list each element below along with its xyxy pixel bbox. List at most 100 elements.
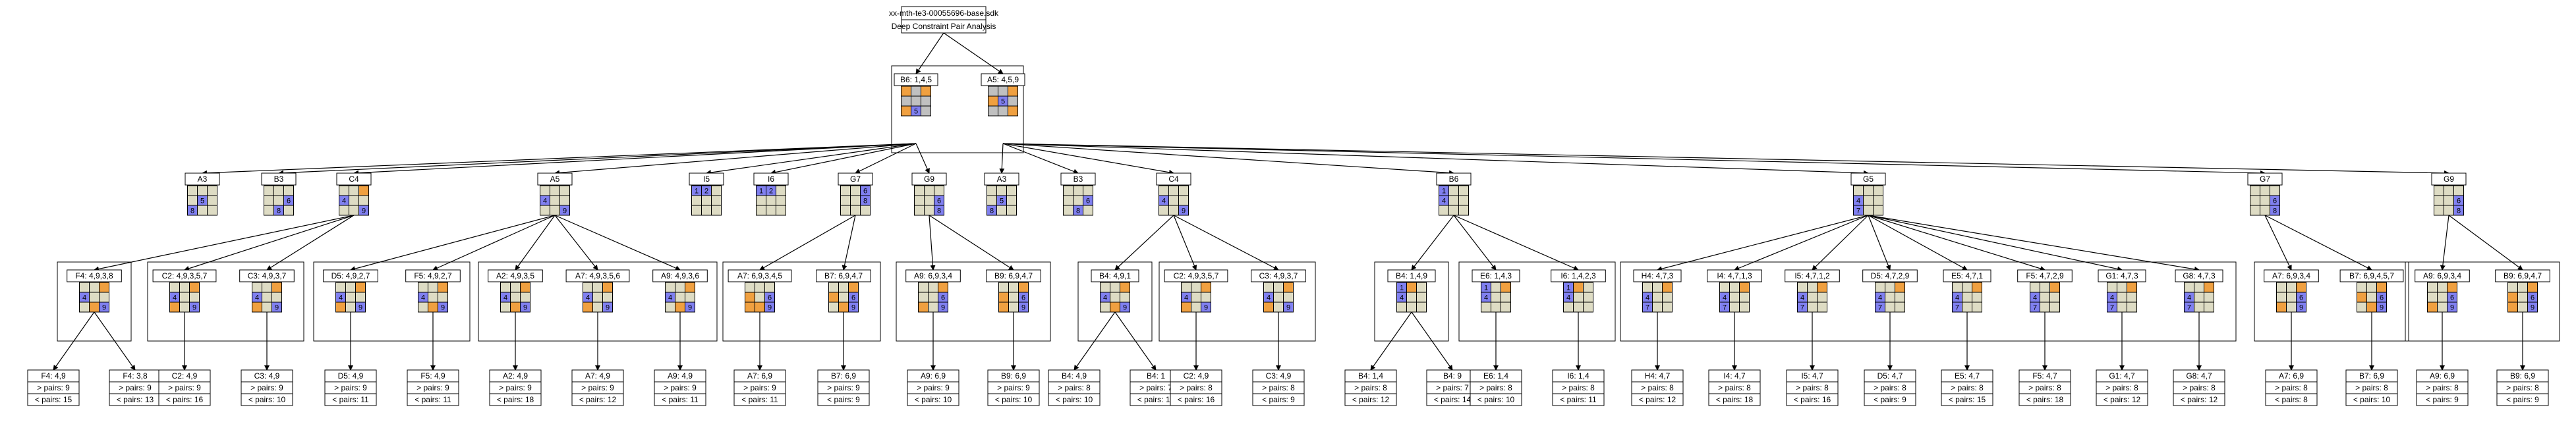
grid-cell <box>99 302 109 313</box>
grid-cell <box>840 185 851 196</box>
level1-node-label-box <box>2431 172 2467 186</box>
leaf-less-pairs: < pairs: 16 <box>1794 395 1831 404</box>
leaf-title: I6: 1,4 <box>1567 371 1589 381</box>
leaf-less-pairs: < pairs: 10 <box>1477 395 1515 404</box>
grid-cell <box>934 205 944 216</box>
grid-cell <box>764 302 775 313</box>
root-to-level1-edge <box>999 143 1005 174</box>
leaf-title: C3: 4,9 <box>254 371 280 381</box>
leaf-greater-pairs: > pairs: 9 <box>499 383 532 392</box>
grid-cell <box>1181 302 1191 313</box>
leaf-less-pairs: < pairs: 15 <box>1949 395 1986 404</box>
grid-cell <box>1458 185 1469 196</box>
grid-cell <box>1863 195 1874 206</box>
grid-cell <box>262 282 272 293</box>
grid-cell <box>252 302 262 313</box>
grid-cell <box>987 185 997 196</box>
cell-digit: 9 <box>523 304 527 312</box>
level1-node-label-box <box>838 172 873 186</box>
candidate-group <box>1077 261 1153 342</box>
grid-cell <box>838 292 849 303</box>
candidate-group <box>2405 261 2560 342</box>
leaf-greater-pairs: > pairs: 9 <box>827 383 860 392</box>
grid-cell <box>2107 282 2117 293</box>
level1-node-label-box <box>984 172 1019 186</box>
leaf-node: H4: 4,7> pairs: 8< pairs: 12 <box>1631 369 1684 406</box>
grid-cell <box>745 292 755 303</box>
cell-digit: 5 <box>200 198 204 205</box>
cell-digit: 9 <box>1021 304 1025 312</box>
level1-node-grid: 49 <box>1159 185 1189 216</box>
grid-cell <box>438 282 448 293</box>
level2-node-label: I4: 4,7,1,3 <box>1717 271 1752 280</box>
grid-cell <box>988 86 998 97</box>
root-to-level1-edge <box>1002 143 1869 176</box>
leaf-row-box <box>907 393 959 406</box>
cell-digit: 9 <box>2450 304 2454 312</box>
grid-cell <box>1863 185 1874 196</box>
grid-cell <box>2427 292 2438 303</box>
level2-node-grid: 14 <box>1396 282 1427 313</box>
grid-cell <box>1875 282 1885 293</box>
grid-cell <box>675 282 685 293</box>
grid-cell <box>99 282 109 293</box>
grid-cell <box>2204 292 2214 303</box>
grid-cell <box>349 185 359 196</box>
grid-cell <box>79 282 90 293</box>
grid-cell <box>934 185 944 196</box>
level1-node-label: G7 <box>2260 174 2270 184</box>
level1-node-label: C4 <box>1168 174 1179 184</box>
level2-node-label: C2: 4,9,3,5,7 <box>162 271 208 280</box>
level2-node-label-box <box>1707 269 1762 282</box>
grid-cell <box>2204 282 2214 293</box>
leaf-greater-pairs: > pairs: 8 <box>2028 383 2061 392</box>
leaf-title: F4: 3,8 <box>123 371 148 381</box>
level1-node-label: B3 <box>274 174 284 184</box>
level1-to-level2-edge <box>1453 215 1497 271</box>
level2-node-label-box <box>2017 269 2073 282</box>
grid-cell <box>901 105 911 117</box>
level1-node-grid: 47 <box>1853 185 1883 216</box>
grid-cell <box>1807 292 1818 303</box>
leaf-greater-pairs: > pairs: 8 <box>1479 383 1512 392</box>
grid-cell <box>850 185 861 196</box>
grid-cell <box>1885 302 1895 313</box>
grid-cell <box>602 292 613 303</box>
level2-node-label-box <box>986 269 1041 282</box>
leaf-less-pairs: < pairs: 18 <box>2026 395 2064 404</box>
leaf-node: D5: 4,7> pairs: 8< pairs: 9 <box>1864 369 1916 406</box>
level2-node-label-box <box>1785 269 1840 282</box>
level2-node-label: I5: 4,7,1,2 <box>1794 271 1830 280</box>
level1-to-level2-edge <box>554 215 598 271</box>
level1-node-grid: 68 <box>914 185 944 216</box>
grid-cell <box>828 302 839 313</box>
level1-to-level2-edge <box>1453 215 1579 271</box>
level1-node-label-box <box>911 172 947 186</box>
grid-cell <box>2376 302 2387 313</box>
leaf-title: F5: 4,7 <box>2032 371 2057 381</box>
grid-cell <box>921 95 931 107</box>
leaf-row-box <box>2018 393 2071 406</box>
grid-cell <box>1448 205 1459 216</box>
grid-cell <box>1006 195 1017 206</box>
level1-node-label-box <box>1436 172 1472 186</box>
level2-node-label: E5: 4,7,1 <box>1951 271 1983 280</box>
grid-cell <box>1100 302 1110 313</box>
grid-cell <box>189 282 200 293</box>
grid-cell <box>264 205 274 216</box>
grid-cell <box>264 195 274 206</box>
leaf-less-pairs: < pairs: 11 <box>332 395 369 404</box>
leaf-title: B7: 6,9 <box>831 371 856 381</box>
grid-cell <box>1807 302 1818 313</box>
cell-digit: 6 <box>768 294 772 302</box>
grid-cell <box>1263 282 1274 293</box>
level1-node-label: I5 <box>703 174 710 184</box>
grid-cell <box>1191 282 1201 293</box>
grid-cell <box>1006 185 1017 196</box>
grid-cell <box>1406 282 1417 293</box>
grid-cell <box>1652 292 1663 303</box>
leaf-row-box <box>1170 393 1222 406</box>
grid-cell <box>1181 282 1191 293</box>
level1-node-label: A3 <box>997 174 1007 184</box>
